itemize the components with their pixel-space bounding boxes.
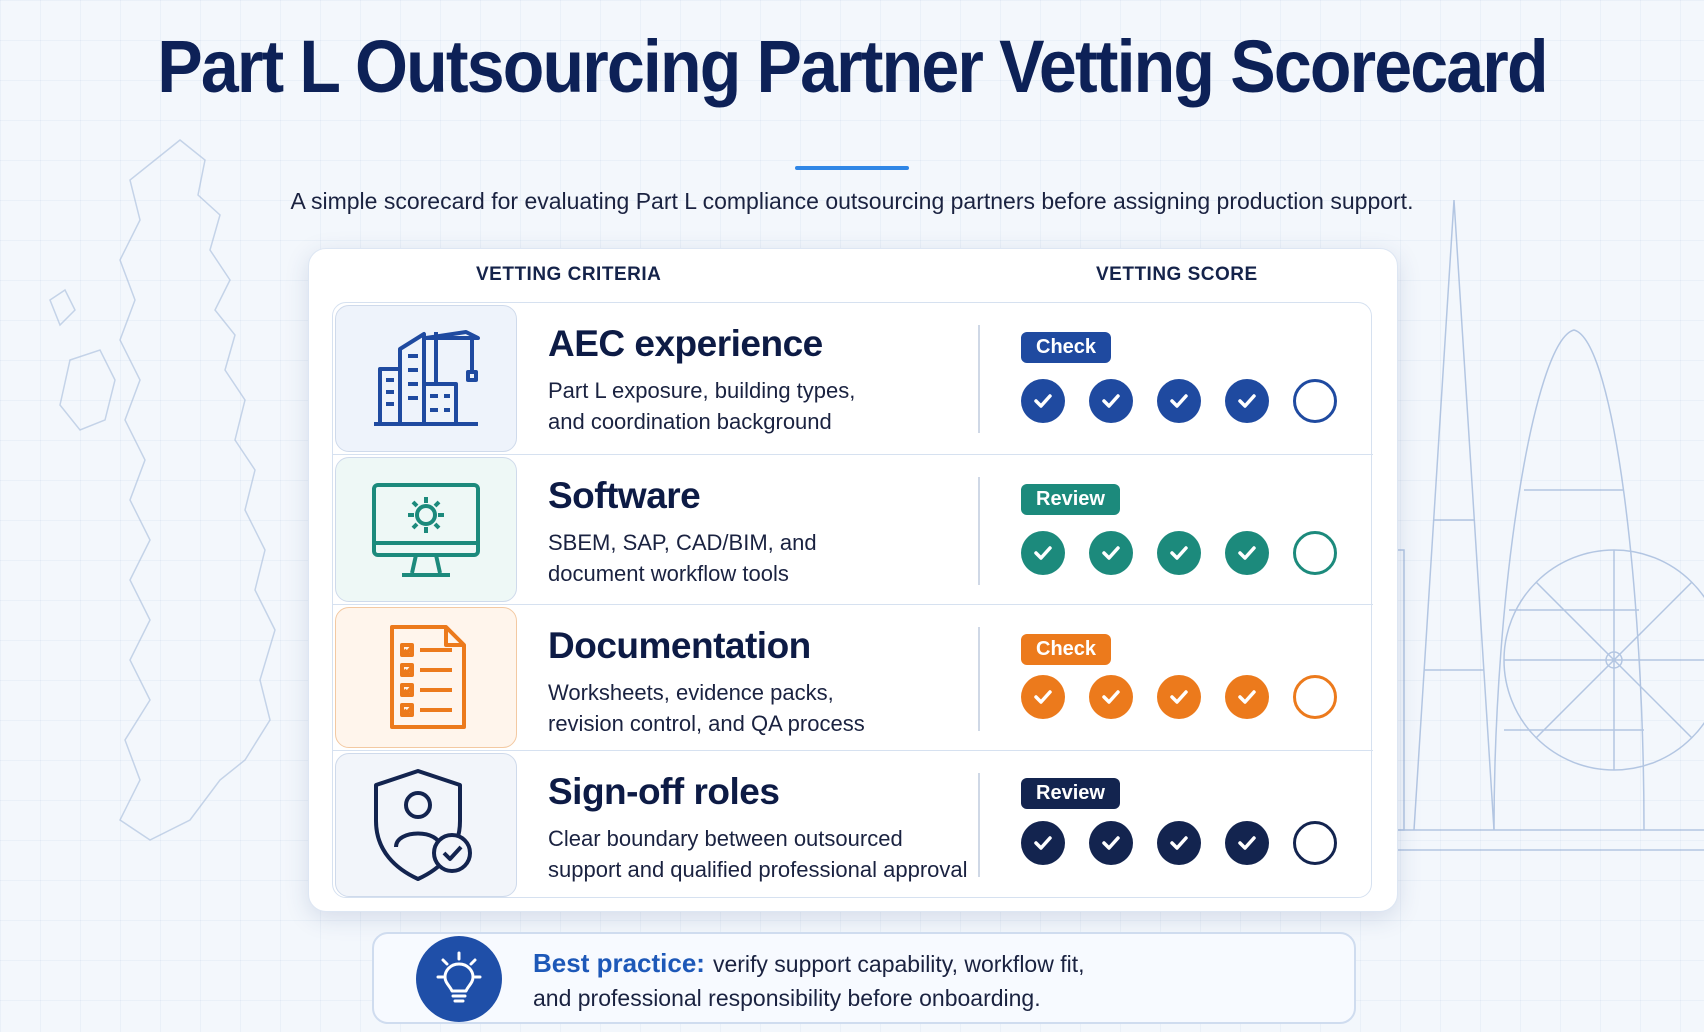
status-badge: Review xyxy=(1021,778,1120,809)
check-icon xyxy=(1102,690,1120,704)
description-line: and coordination background xyxy=(548,409,832,434)
score-dot-filled xyxy=(1089,675,1133,719)
criteria-description: SBEM, SAP, CAD/BIM, and document workflo… xyxy=(548,527,968,589)
column-header-criteria: VETTING CRITERIA xyxy=(476,264,662,285)
best-practice-banner xyxy=(372,932,1356,1024)
check-icon xyxy=(1170,546,1188,560)
score-dot-filled xyxy=(1089,821,1133,865)
score-dots xyxy=(1021,379,1337,423)
criteria-title: Sign-off roles xyxy=(548,771,780,812)
london-skyline-illustration xyxy=(1344,199,1704,851)
best-practice-text: Best practice: verify support capability,… xyxy=(533,946,1085,1015)
description-line: Clear boundary between outsourced xyxy=(548,826,903,851)
criteria-title: AEC experience xyxy=(548,323,823,364)
score-dot-filled xyxy=(1021,379,1065,423)
criteria-row-signoff: Sign-off roles Clear boundary between ou… xyxy=(333,751,1373,899)
uk-map-illustration xyxy=(49,139,276,841)
criteria-title: Documentation xyxy=(548,625,811,666)
score-dots xyxy=(1021,675,1337,719)
check-icon xyxy=(1034,394,1052,408)
description-line: Part L exposure, building types, xyxy=(548,378,856,403)
score-dot-filled xyxy=(1089,379,1133,423)
column-divider xyxy=(978,325,980,433)
description-line: revision control, and QA process xyxy=(548,711,865,736)
status-badge: Check xyxy=(1021,332,1112,363)
criteria-description: Worksheets, evidence packs, revision con… xyxy=(548,677,968,739)
criteria-description: Clear boundary between outsourced suppor… xyxy=(548,823,988,885)
score-dot-filled xyxy=(1225,531,1269,575)
score-dot-empty xyxy=(1293,821,1337,865)
check-icon xyxy=(1034,546,1052,560)
shield-person-check-icon xyxy=(335,753,517,897)
page-title: Part L Outsourcing Partner Vetting Score… xyxy=(157,25,1548,108)
criteria-row-documentation: Documentation Worksheets, evidence packs… xyxy=(333,605,1373,751)
description-line: support and qualified professional appro… xyxy=(548,857,968,882)
check-icon xyxy=(1238,546,1256,560)
best-practice-label: Best practice: xyxy=(533,948,705,978)
best-practice-line: and professional responsibility before o… xyxy=(533,985,1041,1011)
column-divider xyxy=(978,773,980,877)
score-dot-filled xyxy=(1225,821,1269,865)
column-divider xyxy=(978,477,980,585)
score-dot-filled xyxy=(1021,821,1065,865)
score-dot-filled xyxy=(1157,675,1201,719)
checklist-document-icon xyxy=(335,607,517,748)
score-dot-filled xyxy=(1225,379,1269,423)
check-icon xyxy=(1238,394,1256,408)
title-underline xyxy=(795,166,909,170)
column-header-score: VETTING SCORE xyxy=(1096,264,1258,285)
score-dots xyxy=(1021,821,1337,865)
check-icon xyxy=(1170,394,1188,408)
score-dot-empty xyxy=(1293,531,1337,575)
check-icon xyxy=(1238,690,1256,704)
check-icon xyxy=(1034,836,1052,850)
criteria-description: Part L exposure, building types, and coo… xyxy=(548,375,968,437)
score-dot-filled xyxy=(1021,675,1065,719)
score-dot-empty xyxy=(1293,379,1337,423)
score-dot-filled xyxy=(1021,531,1065,575)
criteria-row-aec: AEC experience Part L exposure, building… xyxy=(333,303,1373,455)
score-dot-filled xyxy=(1157,379,1201,423)
criteria-row-software: Software SBEM, SAP, CAD/BIM, and documen… xyxy=(333,455,1373,605)
best-practice-line: verify support capability, workflow fit, xyxy=(712,951,1085,977)
check-icon xyxy=(1238,836,1256,850)
status-badge: Review xyxy=(1021,484,1120,515)
description-line: SBEM, SAP, CAD/BIM, and xyxy=(548,530,817,555)
score-dot-filled xyxy=(1089,531,1133,575)
score-dot-filled xyxy=(1225,675,1269,719)
score-dot-filled xyxy=(1157,821,1201,865)
score-dot-filled xyxy=(1157,531,1201,575)
check-icon xyxy=(1102,394,1120,408)
check-icon xyxy=(1170,836,1188,850)
criteria-table: AEC experience Part L exposure, building… xyxy=(332,302,1373,899)
description-line: Worksheets, evidence packs, xyxy=(548,680,834,705)
building-crane-icon xyxy=(335,305,517,452)
score-dots xyxy=(1021,531,1337,575)
check-icon xyxy=(1102,546,1120,560)
description-line: document workflow tools xyxy=(548,561,789,586)
page-subtitle: A simple scorecard for evaluating Part L… xyxy=(290,188,1414,214)
criteria-title: Software xyxy=(548,475,701,516)
lightbulb-icon xyxy=(416,936,502,1022)
status-badge: Check xyxy=(1021,634,1112,665)
column-divider xyxy=(978,627,980,731)
check-icon xyxy=(1170,690,1188,704)
check-icon xyxy=(1102,836,1120,850)
score-dot-empty xyxy=(1293,675,1337,719)
check-icon xyxy=(1034,690,1052,704)
monitor-gear-icon xyxy=(335,457,517,602)
